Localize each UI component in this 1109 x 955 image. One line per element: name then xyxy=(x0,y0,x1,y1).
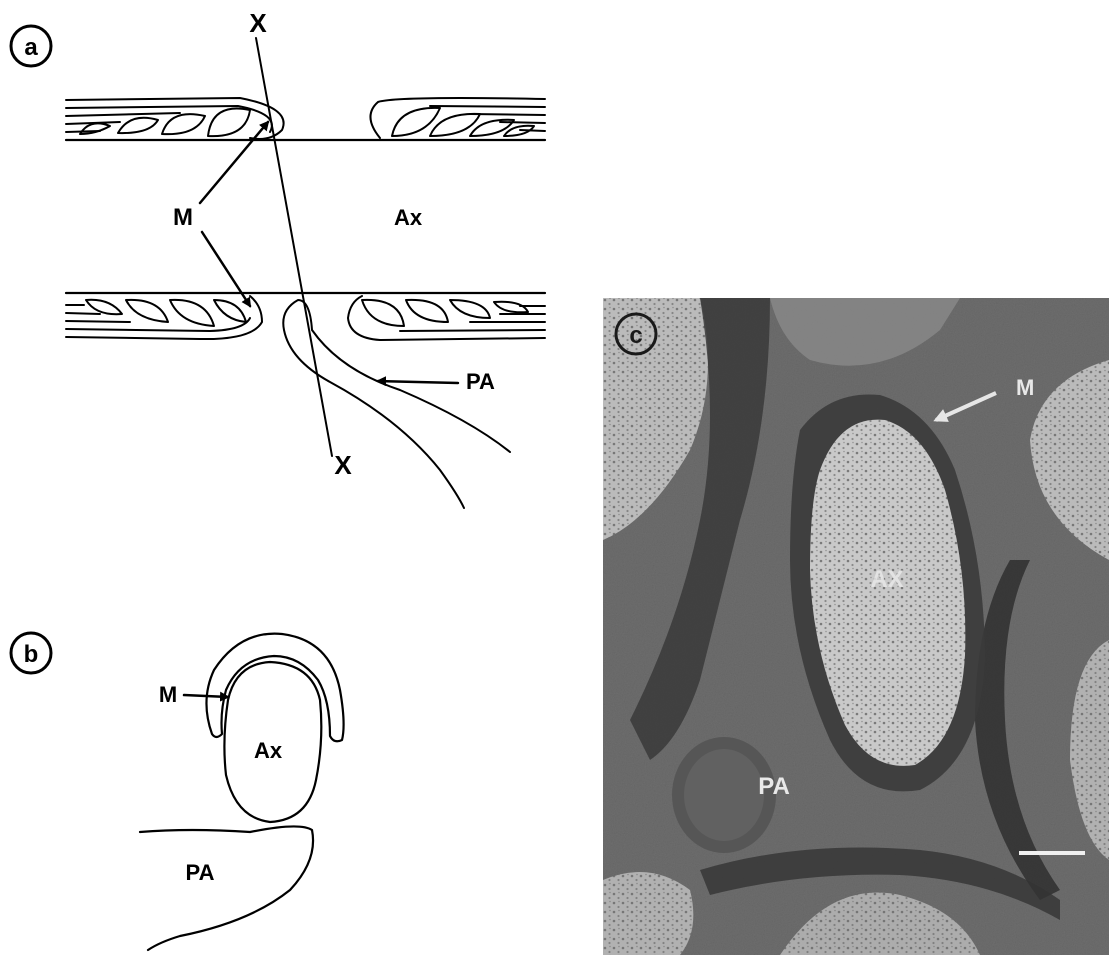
label-myelin-a: M xyxy=(173,204,193,231)
myelin-sheath-top-right xyxy=(370,98,545,138)
label-x-bottom: X xyxy=(334,450,352,480)
arrow-myelin-b xyxy=(184,695,228,697)
panel-c-letter: c xyxy=(629,322,642,349)
myelin-sheath-bottom-right xyxy=(348,296,545,340)
label-axon-c: AX xyxy=(870,566,903,593)
micrograph-perinodal-process-core xyxy=(684,749,764,841)
label-myelin-c: M xyxy=(1016,375,1034,400)
label-axon-b: Ax xyxy=(254,738,283,763)
myelin-sheath-top-left xyxy=(66,98,284,139)
arrow-process-a xyxy=(378,381,458,383)
panel-b-marker: b xyxy=(11,633,51,673)
label-process-a: PA xyxy=(466,369,495,394)
arrow-myelin-bottom xyxy=(202,232,250,306)
panel-a-letter: a xyxy=(24,34,38,61)
label-x-top: X xyxy=(249,8,267,38)
label-myelin-b: M xyxy=(159,682,177,707)
panel-a: a xyxy=(11,8,545,508)
section-line-x xyxy=(256,38,332,456)
myelin-arch-b xyxy=(206,634,343,742)
myelin-sheath-bottom-left xyxy=(66,296,262,339)
panel-c-micrograph: c M AX PA xyxy=(603,298,1109,955)
process-outline-b xyxy=(140,826,313,950)
micrograph-region-lower-left xyxy=(603,872,693,955)
label-process-b: PA xyxy=(186,860,215,885)
label-process-c: PA xyxy=(758,773,790,800)
panel-b: b M Ax PA xyxy=(11,633,344,950)
scale-bar-icon xyxy=(1019,851,1085,855)
panel-b-letter: b xyxy=(24,641,39,668)
label-axon-a: Ax xyxy=(394,205,423,230)
panel-a-marker: a xyxy=(11,26,51,66)
arrow-myelin-top xyxy=(200,122,268,203)
